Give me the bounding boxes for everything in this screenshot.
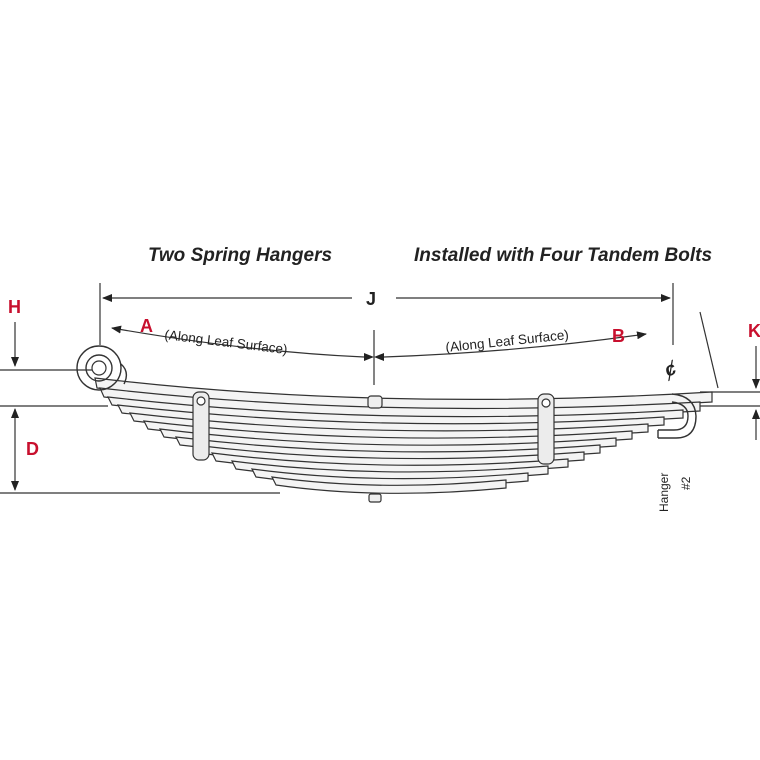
dimension-a: A (Along Leaf Surface) <box>111 316 365 358</box>
spring-eye-left <box>76 345 128 391</box>
dimension-h: H <box>0 297 100 371</box>
dimension-label-d: D <box>26 439 39 459</box>
dimension-label-a: A <box>140 316 153 336</box>
dimension-label-k: K <box>748 321 760 341</box>
center-mark <box>364 330 384 385</box>
note-along-leaf-a: (Along Leaf Surface) <box>164 327 289 357</box>
rebound-clip-left <box>192 391 210 461</box>
dimension-label-b: B <box>612 326 625 346</box>
rebound-clip-right <box>537 393 555 465</box>
caption-tandem-bolts: Installed with Four Tandem Bolts <box>414 245 712 266</box>
centerline-symbol: ȼ <box>659 357 681 382</box>
dimension-label-h: H <box>8 297 21 317</box>
note-along-leaf-b: (Along Leaf Surface) <box>445 327 570 355</box>
center-bolt <box>367 395 383 503</box>
leaf-stack <box>94 377 713 494</box>
dimension-k: K <box>680 321 760 440</box>
dimension-label-j: J <box>366 289 376 309</box>
hanger-number: #2 <box>679 476 693 490</box>
dimension-d: D <box>0 405 280 494</box>
hanger-label: Hanger <box>657 473 671 512</box>
caption-two-spring-hangers: Two Spring Hangers <box>148 245 332 266</box>
dimension-j: J <box>99 283 674 345</box>
spring-hook-right <box>657 393 697 439</box>
